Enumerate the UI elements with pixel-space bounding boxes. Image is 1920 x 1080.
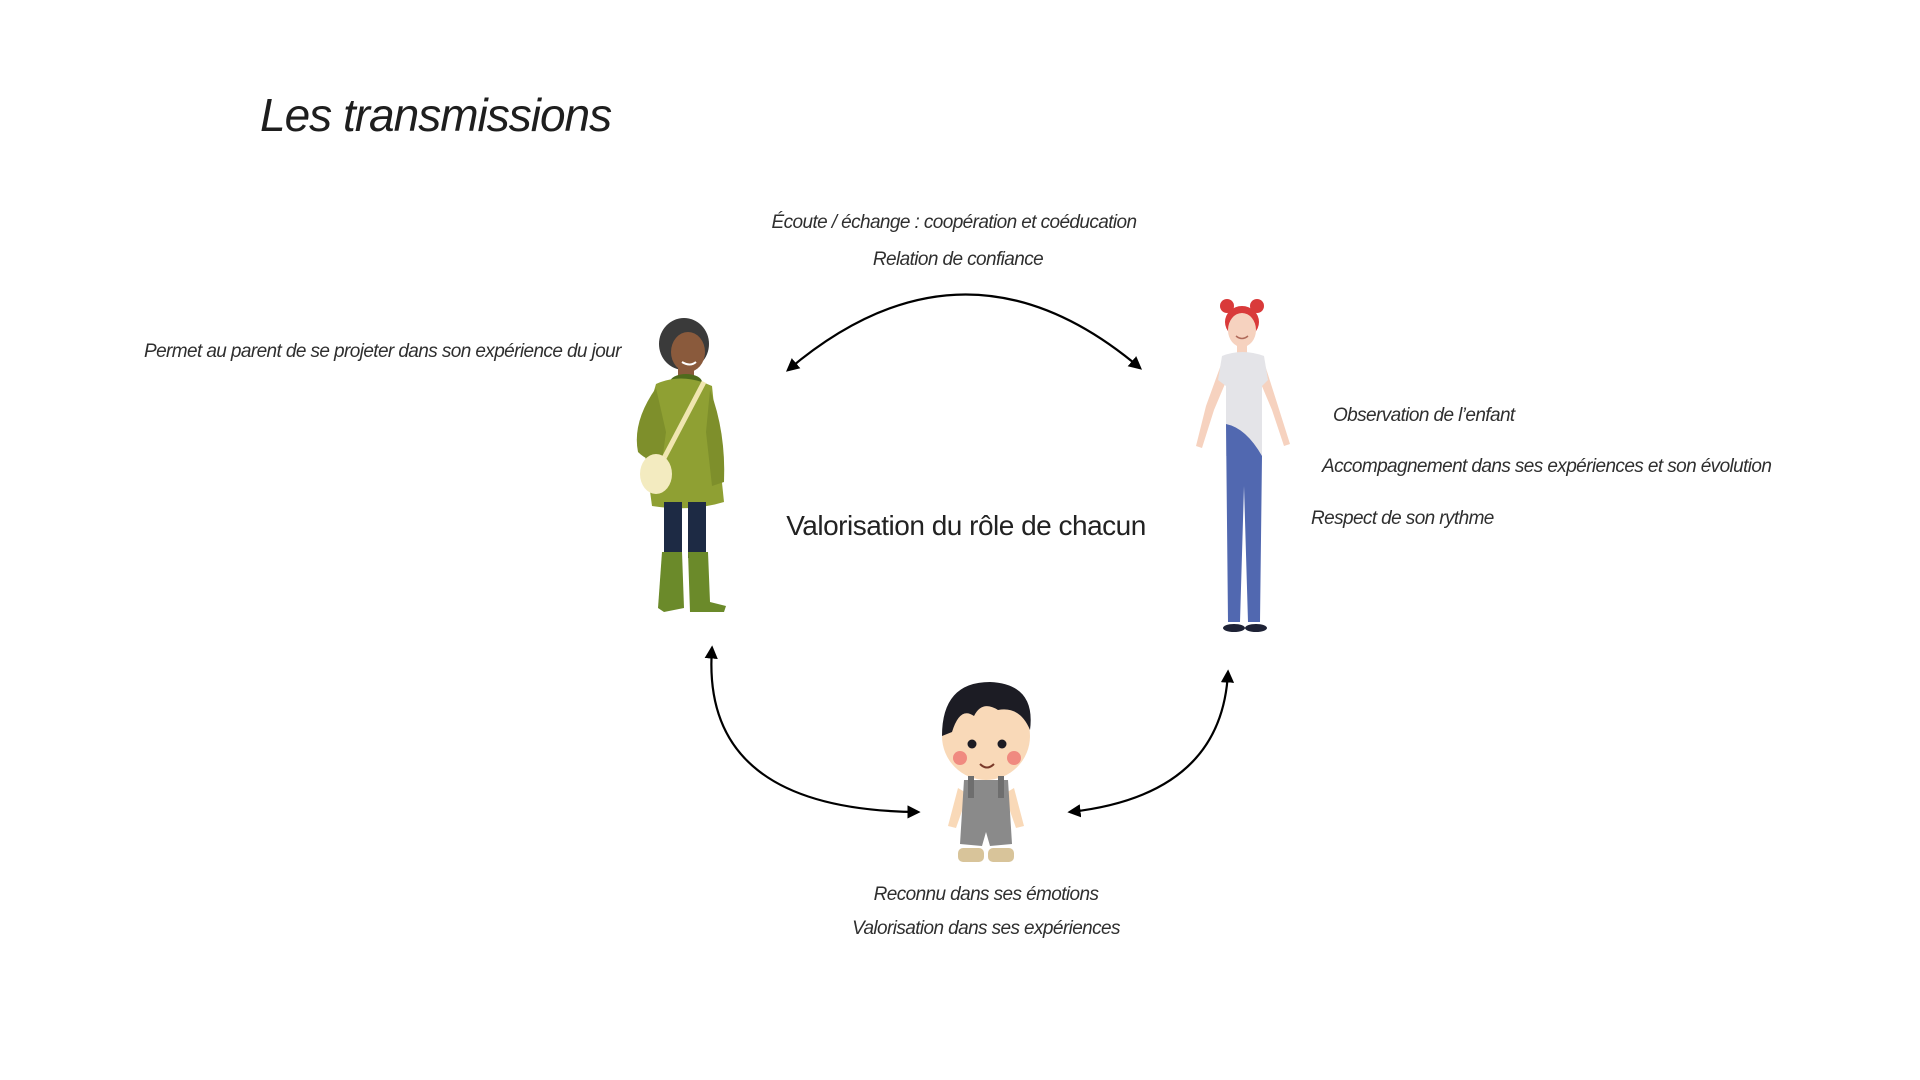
arrow-parent-child xyxy=(704,645,921,819)
child-label-experiences: Valorisation dans ses expériences xyxy=(852,918,1120,939)
arrow-professional-child xyxy=(1067,669,1235,818)
top-label-exchange: Écoute / échange : coopération et coéduc… xyxy=(771,212,1138,233)
center-label: Valorisation du rôle de chacun xyxy=(786,510,1146,541)
child-label-emotions: Reconnu dans ses émotions xyxy=(873,884,1099,905)
woman-professional-illustration xyxy=(1196,299,1290,632)
professional-label-observation: Observation de l’enfant xyxy=(1333,405,1515,426)
child-illustration xyxy=(942,682,1031,862)
parent-label: Permet au parent de se projeter dans son… xyxy=(144,341,621,362)
page-title: Les transmissions xyxy=(260,89,612,141)
arrow-parent-professional xyxy=(785,293,1143,372)
woman-parent-illustration xyxy=(636,318,726,612)
professional-label-rhythm: Respect de son rythme xyxy=(1311,508,1494,529)
top-label-trust: Relation de confiance xyxy=(872,249,1044,270)
professional-label-accompaniment: Accompagnement dans ses expériences et s… xyxy=(1322,456,1772,477)
